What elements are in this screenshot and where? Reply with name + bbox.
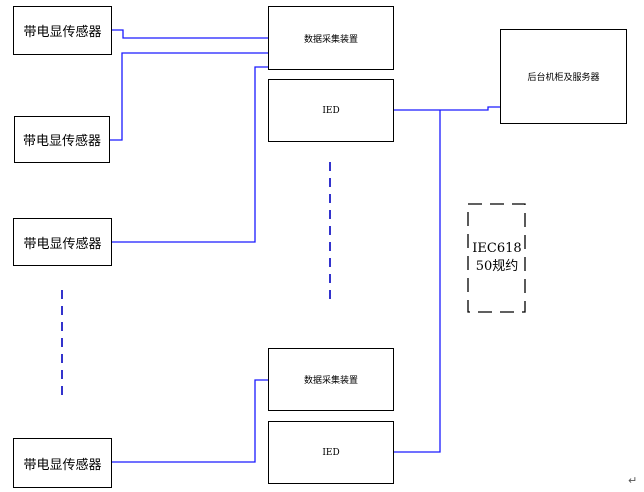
link-ied-bottom-bus	[394, 110, 441, 453]
collector-label: 数据采集装置	[303, 34, 358, 45]
protocol-label: IEC618 50规约	[468, 240, 526, 276]
protocol-dashed-box	[467, 203, 526, 313]
sensor-box-2: 带电显传感器	[14, 116, 110, 163]
ied-label: IED	[322, 105, 340, 116]
paragraph-return-icon: ↵	[628, 474, 638, 487]
ied-box-top: IED	[268, 79, 394, 142]
sensor-label: 带电显传感器	[23, 457, 102, 473]
sensor-box-4: 带电显传感器	[13, 438, 112, 488]
server-box: 后台机柜及服务器	[500, 29, 627, 124]
link-sensor4-collector	[112, 379, 268, 463]
ied-label: IED	[322, 447, 340, 458]
collector-box-top: 数据采集装置	[268, 6, 394, 70]
sensor-label: 带电显传感器	[22, 134, 101, 149]
sensor-label: 带电显传感器	[23, 236, 102, 252]
ied-box-bottom: IED	[268, 421, 394, 484]
sensor-box-1: 带电显传感器	[13, 6, 112, 55]
link-sensor3-collector	[112, 66, 268, 243]
sensor-label: 带电显传感器	[23, 25, 102, 40]
sensor-box-3: 带电显传感器	[13, 218, 112, 266]
collector-box-bottom: 数据采集装置	[268, 348, 394, 411]
link-sensor2-collector	[110, 52, 268, 141]
protocol-line-2: 50规约	[475, 259, 519, 274]
link-sensor1-collector	[112, 29, 268, 39]
protocol-line-1: IEC618	[472, 241, 522, 256]
link-ied-top-server	[394, 106, 500, 111]
collector-label: 数据采集装置	[303, 376, 358, 386]
server-label: 后台机柜及服务器	[527, 73, 600, 83]
